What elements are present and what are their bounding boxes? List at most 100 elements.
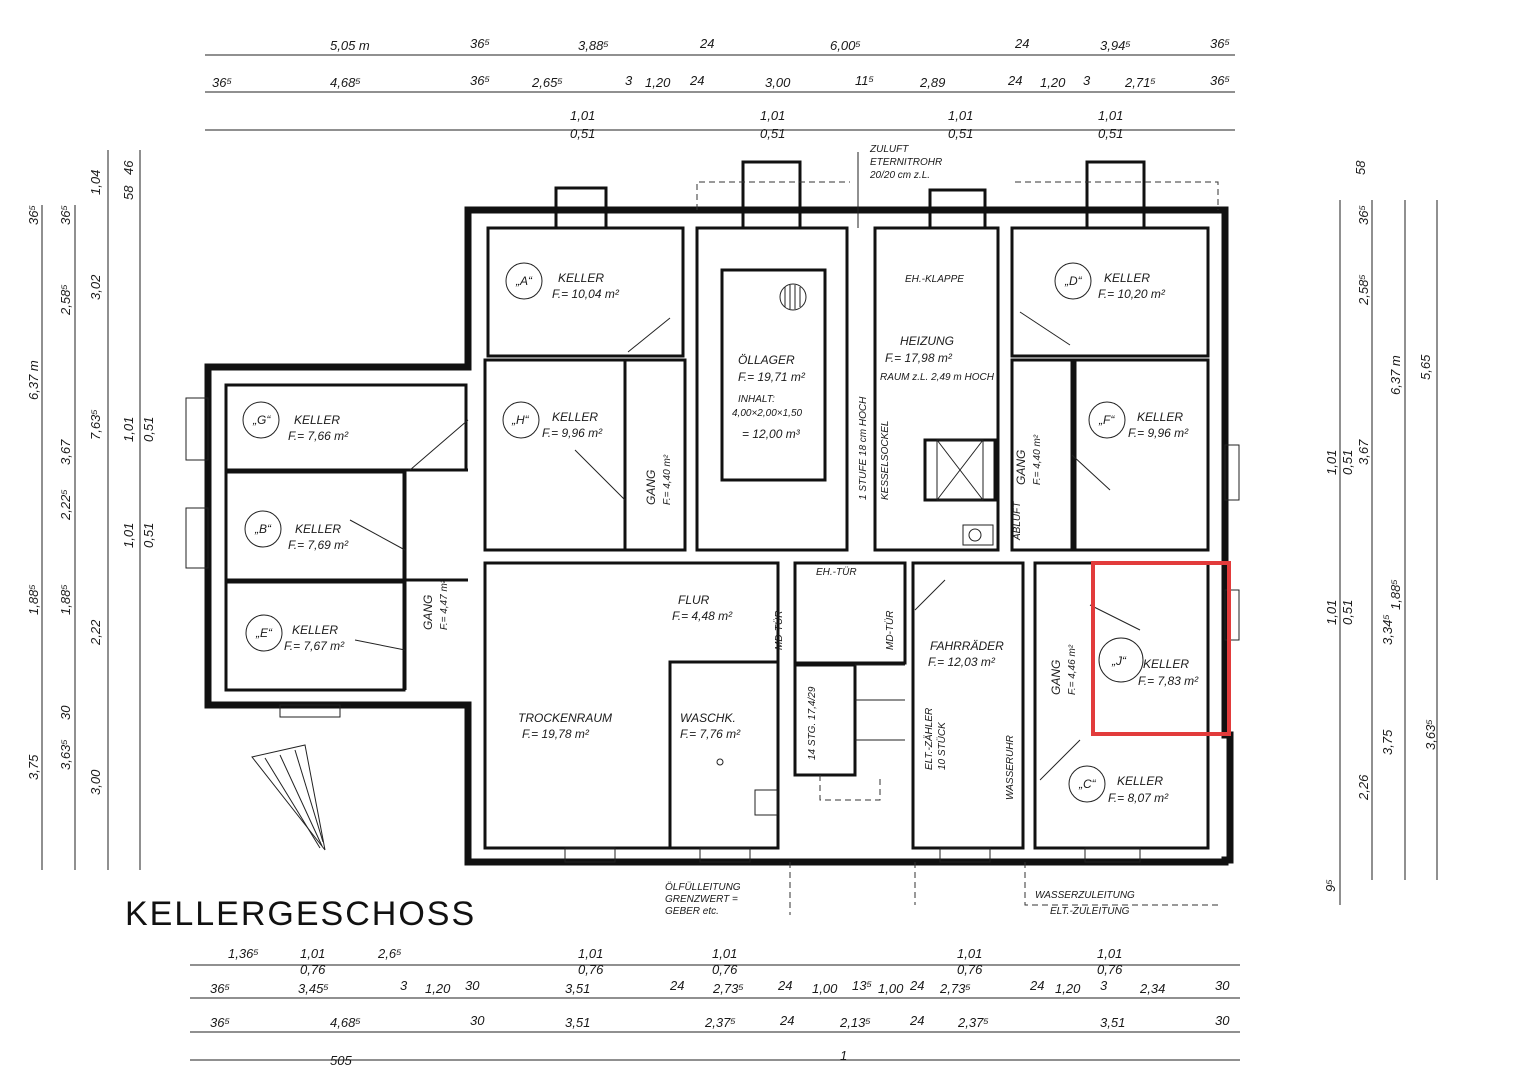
dimBottom2-label: 13⁵ — [852, 978, 872, 993]
dimLeft-label: 3,67 — [58, 439, 73, 465]
dimLeft-label: 3,00 — [88, 769, 103, 795]
gang1-area: F.= 4,40 m² — [662, 454, 673, 505]
gang4-name: GANG — [1049, 660, 1063, 695]
dimRight-label: 6,37 m — [1388, 355, 1403, 395]
dimLeft-label: 3,02 — [88, 274, 103, 300]
dimBottom2-label: 1,00 — [878, 981, 904, 996]
gang3-name: GANG — [421, 595, 435, 630]
elt-zaehler-count: 10 STÜCK — [936, 721, 948, 770]
room-e-id: „E“ — [255, 626, 273, 640]
dimTop2-label: 3 — [1083, 73, 1091, 88]
room-b-area: F.= 7,69 m² — [288, 538, 349, 552]
dimTop3-label: 0,51 — [760, 126, 785, 141]
dimRight-label: 3,75 — [1380, 729, 1395, 755]
dimTop1-label: 6,00⁵ — [830, 38, 861, 53]
dimBottom2-label: 24 — [909, 978, 924, 993]
room-e-area: F.= 7,67 m² — [284, 639, 345, 653]
zuluft-label: ZULUFT — [869, 144, 909, 155]
flur-name: FLUR — [678, 593, 710, 607]
gang2-name: GANG — [1014, 450, 1028, 485]
dimLeft-label: 1,01 — [121, 523, 136, 548]
dimTop2-label: 24 — [689, 73, 704, 88]
dimBottom3-label: 36⁵ — [210, 1015, 230, 1030]
dimLeft-label: 1,04 — [88, 170, 103, 195]
fahrraeder-area: F.= 12,03 m² — [928, 655, 996, 669]
dimBottom1-label: 0,76 — [1097, 962, 1123, 977]
dimBottom2-label: 2,34 — [1139, 981, 1165, 996]
dimBottom2-label: 24 — [669, 978, 684, 993]
dimLeft-label: 36⁵ — [26, 205, 41, 225]
room-c-area: F.= 8,07 m² — [1108, 791, 1169, 805]
elt-zuleitung-label: ELT.-ZULEITUNG — [1050, 906, 1130, 917]
highlight-box — [1091, 561, 1231, 736]
room-g-id: „G“ — [252, 413, 271, 427]
zuluft-size: 20/20 cm z.L. — [869, 170, 930, 181]
dimTop3-label: 1,01 — [1098, 108, 1123, 123]
room-j-name: KELLER — [1143, 657, 1189, 671]
room-f-area: F.= 9,96 m² — [1128, 426, 1189, 440]
elt-zaehler-label: ELT.-ZÄHLER — [923, 708, 935, 770]
dimTop2-label: 24 — [1007, 73, 1022, 88]
dimLeft-label: 1,88⁵ — [26, 584, 41, 615]
dimRight-label: 0,51 — [1340, 450, 1355, 475]
md-tuer-label-2: MD-TÜR — [884, 611, 896, 650]
dimBottom3-label: 2,37⁵ — [704, 1015, 736, 1030]
dimBottom1-label: 1,01 — [300, 946, 325, 961]
room-d-name: KELLER — [1104, 271, 1150, 285]
dimBottom2-label: 3,45⁵ — [298, 981, 329, 996]
eh-tuer-label: EH.-TÜR — [816, 566, 857, 578]
room-g-name: KELLER — [294, 413, 340, 427]
abluft-label: ABLUFT — [1012, 501, 1023, 541]
dimBottom2-label: 36⁵ — [210, 981, 230, 996]
dimLeft-label: 30 — [58, 705, 73, 720]
room-f-name: KELLER — [1137, 410, 1183, 424]
dimBottom1-label: 0,76 — [300, 962, 326, 977]
room-c-id: „C“ — [1078, 777, 1097, 791]
dimBottom2-label: 3 — [1100, 978, 1108, 993]
dimBottom2-label: 3 — [400, 978, 408, 993]
waschk-name: WASCHK. — [680, 711, 736, 725]
dimTop1-label: 24 — [1014, 36, 1029, 51]
room-a-area: F.= 10,04 m² — [552, 287, 620, 301]
dimBottom1-label: 1,01 — [712, 946, 737, 961]
wasserzuleitung-label: WASSERZULEITUNG — [1035, 890, 1135, 901]
room-circles — [242, 262, 1144, 803]
oelfuelleitung-label: ÖLFÜLLEITUNG — [665, 881, 741, 893]
dimBottom3-label: 3,51 — [565, 1015, 590, 1030]
waschk-area: F.= 7,76 m² — [680, 727, 741, 741]
room-a-name: KELLER — [558, 271, 604, 285]
dimTop3-label: 1,01 — [760, 108, 785, 123]
room-h-area: F.= 9,96 m² — [542, 426, 603, 440]
dimBottom1-label: 0,76 — [712, 962, 738, 977]
dashed-lines — [696, 181, 1220, 915]
dimLeft-label: 0,51 — [141, 523, 156, 548]
dimBottom1-label: 1,01 — [578, 946, 603, 961]
dimTop2-label: 36⁵ — [470, 73, 490, 88]
dimTop2-label: 3,00 — [765, 75, 791, 90]
dimLeft-label: 2,22 — [88, 619, 103, 646]
room-h-name: KELLER — [552, 410, 598, 424]
dimTop2-label: 1,20 — [645, 75, 671, 90]
door-swings — [349, 311, 1141, 781]
grenzwert-label: GRENZWERT = — [665, 894, 738, 905]
dimTop1-label: 36⁵ — [1210, 36, 1230, 51]
dimBottom4-label: 505 — [330, 1053, 352, 1068]
dimTop2-label: 36⁵ — [1210, 73, 1230, 88]
dimLeft-label: 36⁵ — [58, 205, 73, 225]
dimTop1-label: 5,05 m — [330, 38, 370, 53]
dimTop3-label: 0,51 — [570, 126, 595, 141]
geber-label: GEBER etc. — [665, 906, 719, 917]
room-d-id: „D“ — [1064, 274, 1083, 288]
dimTop1-label: 3,94⁵ — [1100, 38, 1131, 53]
dimBottom2-label: 1,20 — [1055, 981, 1081, 996]
dimLeft-label: 6,37 m — [26, 360, 41, 400]
dimBottom2-label: 2,73⁵ — [939, 981, 971, 996]
stair-label: 14 STG. 17,4/29 — [807, 686, 818, 760]
dimBottom2-label: 30 — [465, 978, 480, 993]
dimBottom3-label: 30 — [470, 1013, 485, 1028]
dimBottom1-label: 0,76 — [578, 962, 604, 977]
dimension-chains — [41, 54, 1438, 1061]
oillager-name: ÖLLAGER — [738, 353, 795, 367]
